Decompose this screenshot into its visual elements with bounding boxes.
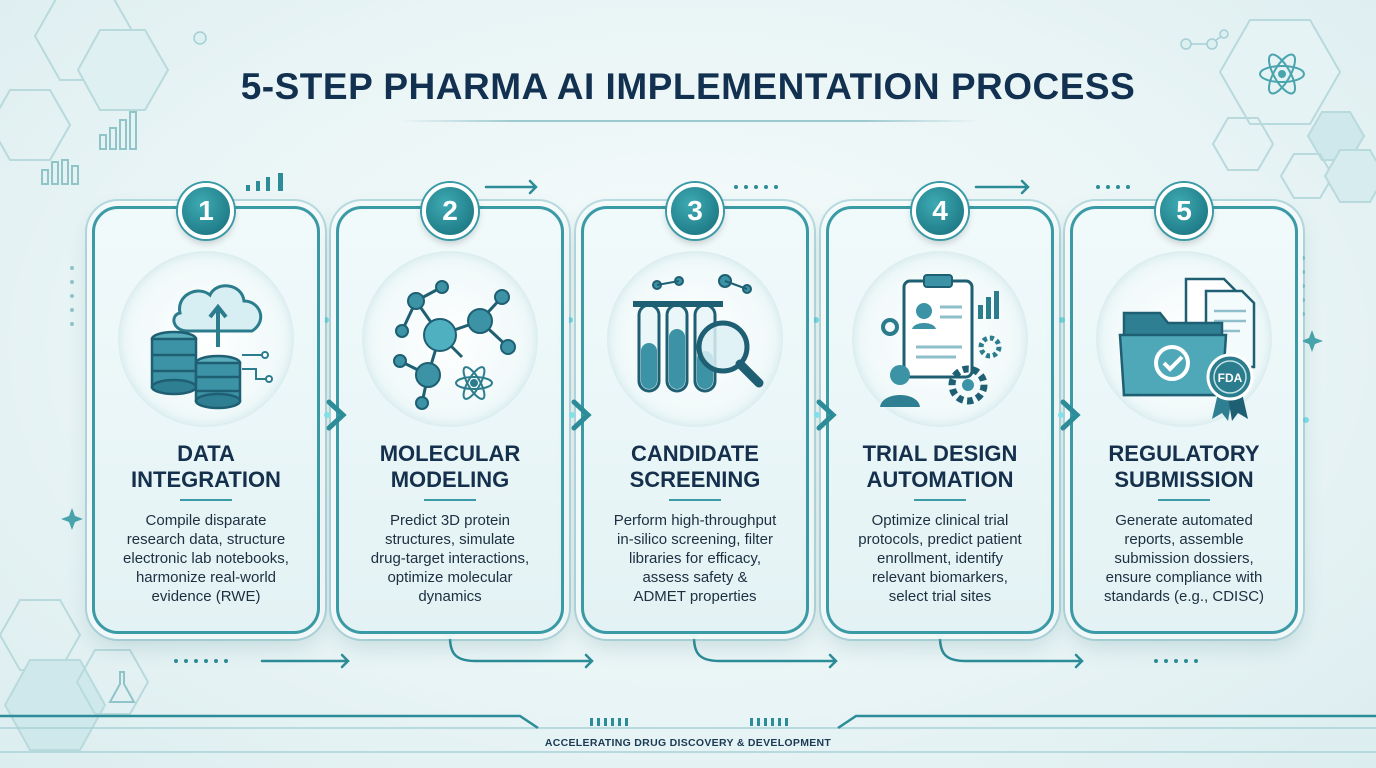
icon-circle [852, 251, 1028, 427]
flask-icon [108, 671, 136, 703]
step-number-badge: 2 [422, 183, 478, 239]
hexagon-decoration [0, 89, 72, 161]
connector-arrows-top [484, 179, 1030, 195]
step-card-molecular-modeling: 2 [336, 183, 564, 634]
step-title-rule [180, 499, 232, 501]
step-title-rule [424, 499, 476, 501]
seal-text: FDA [1218, 371, 1243, 385]
clipboard-gears-icon [880, 274, 1002, 407]
hexagon-decoration [1211, 117, 1275, 171]
connector-dots-bottom [174, 659, 1198, 663]
hexagon-decoration [76, 29, 170, 111]
chevron-right-icon [814, 399, 837, 431]
icon-circle [607, 251, 783, 427]
atom-icon [455, 366, 493, 400]
database-cloud-icon [150, 284, 273, 410]
step-title-rule [669, 499, 721, 501]
icon-circle: FDA [1096, 251, 1272, 427]
footer-band [0, 714, 1376, 753]
chevron-right-icon [1058, 399, 1081, 431]
molecule-icon [393, 280, 516, 410]
dotted-line-decoration [70, 256, 1305, 326]
footer-ticks [590, 718, 788, 726]
molecule-decoration [193, 29, 1229, 50]
chevron-right-icon [324, 399, 347, 431]
step-number-badge: 5 [1156, 183, 1212, 239]
connector-dots-top [734, 185, 1130, 189]
folder-certificate-icon: FDA [1118, 277, 1256, 421]
connector-arrows-bottom [260, 635, 1084, 669]
footer-tagline: ACCELERATING DRUG DISCOVERY & DEVELOPMEN… [544, 737, 832, 749]
signal-bars-icon [246, 173, 283, 191]
hexagon-decoration [75, 649, 150, 715]
step-number-badge: 3 [667, 183, 723, 239]
icon-circle [118, 251, 294, 427]
sparkle-icon [61, 330, 1323, 530]
title-underline [400, 120, 980, 122]
test-tube-magnifier-icon [633, 274, 764, 393]
step-title-rule [914, 499, 966, 501]
bar-chart-icon [41, 111, 137, 185]
icon-circle [362, 251, 538, 427]
step-title-rule [1158, 499, 1210, 501]
step-number-badge: 1 [178, 183, 234, 239]
atom-icon [1259, 53, 1305, 95]
hexagon-decoration [1279, 153, 1335, 199]
page-title: 5-STEP PHARMA AI IMPLEMENTATION PROCESS [240, 66, 1136, 107]
hexagon-decoration [1323, 149, 1376, 203]
step-number-badge: 4 [912, 183, 968, 239]
chevron-right-icon [569, 399, 592, 431]
